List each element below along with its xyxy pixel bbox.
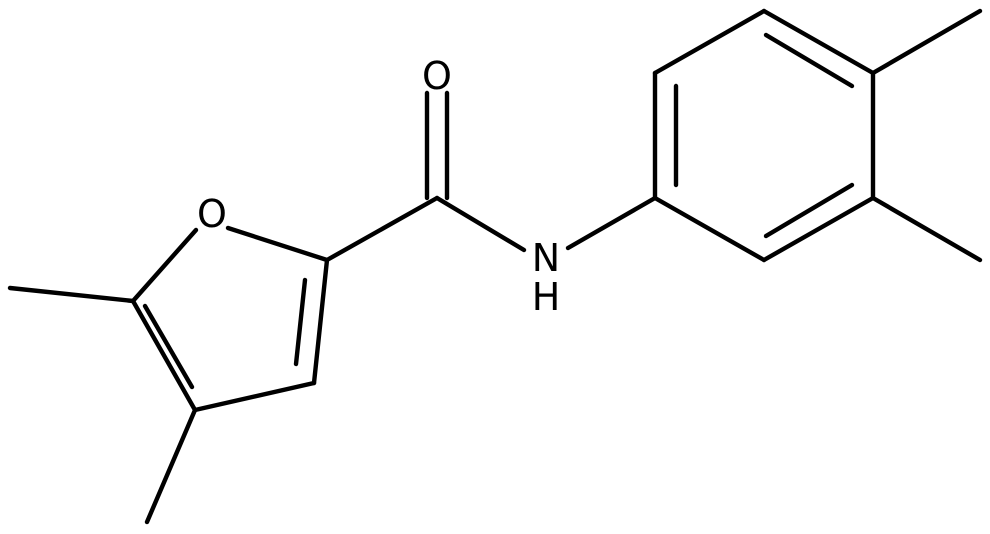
- bond-c4-methyl: [144, 407, 198, 525]
- bond-ar-methyl-3: [870, 8, 983, 76]
- bond-ar-methyl-4: [870, 195, 983, 263]
- bond-c2-c3: [311, 257, 330, 386]
- bond-c4-c5-inner: [142, 303, 195, 390]
- bond-n-aryl: [565, 195, 658, 251]
- atom-label-nitrogen: N: [532, 236, 560, 280]
- bond-ar-3-inner: [763, 32, 855, 89]
- bond-ar-2: [652, 8, 767, 76]
- bond-c4-c5: [130, 298, 198, 413]
- bond-c5-methyl: [7, 285, 136, 304]
- bond-c-n: [434, 195, 527, 253]
- bond-ar-6: [652, 195, 767, 263]
- bond-c2-c3-inner: [293, 277, 308, 367]
- bond-ar-5-inner: [763, 182, 855, 239]
- bond-ar-5: [761, 195, 876, 263]
- bond-c5-o: [130, 227, 199, 304]
- bond-c3-c4: [192, 380, 317, 413]
- atom-label-ring-oxygen: O: [197, 192, 227, 236]
- atom-label-carbonyl-oxygen: O: [422, 54, 452, 98]
- bond-c2-carbonyl-c: [324, 195, 440, 263]
- atom-label-amide-hydrogen: H: [532, 275, 561, 319]
- bond-ar-3: [761, 8, 876, 76]
- bond-o-c2: [225, 225, 330, 263]
